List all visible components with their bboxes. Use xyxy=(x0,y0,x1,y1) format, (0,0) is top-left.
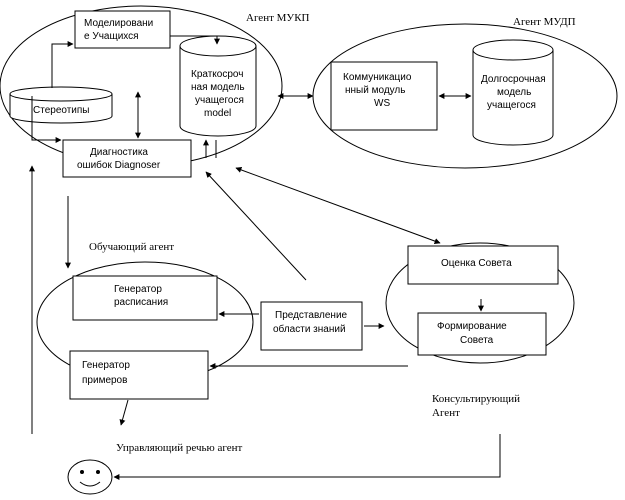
student-modeling-box xyxy=(74,10,171,49)
student-modeling-label-2: е Учащихся xyxy=(84,31,139,42)
arrow-consulting-to-user xyxy=(113,434,501,480)
speech-agent-label: Управляющий речью агент xyxy=(116,442,243,454)
diagnoser-box xyxy=(62,139,192,178)
advice-form-box xyxy=(417,312,547,356)
arrow-knowledge-to-diagnoser xyxy=(205,171,307,281)
examples-generator-label-1: Генератор xyxy=(82,360,130,371)
long-term-model-cylinder xyxy=(472,39,554,146)
student-modeling-label-1: Моделировани xyxy=(84,18,153,29)
comm-module-label-3: WS xyxy=(374,98,390,109)
long-term-model-label-2: модель xyxy=(497,87,531,98)
teaching-agent-label: Обучающий агент xyxy=(89,241,174,253)
consulting-agent-ellipse xyxy=(385,242,575,364)
comm-module-label-1: Коммуникацио xyxy=(343,72,412,83)
arrow-stereotypes-to-modeling xyxy=(51,41,74,88)
stereotypes-cylinder xyxy=(9,86,113,124)
arrow-left-into-diagnoser xyxy=(31,96,62,143)
arrow-modeling-to-short-term xyxy=(170,35,220,45)
advice-form-label-2: Совета xyxy=(460,335,494,346)
mukp-agent-label: Агент МУКП xyxy=(246,12,310,24)
short-term-model-cylinder xyxy=(179,35,257,137)
advice-eval-box xyxy=(407,245,559,285)
schedule-generator-label-1: Генератор xyxy=(114,284,162,295)
advice-eval-label: Оценка Совета xyxy=(441,258,512,269)
mudp-agent-label: Агент МУДП xyxy=(513,16,576,28)
consulting-agent-label-1: Консультирующий xyxy=(432,393,520,405)
comm-module-label-2: нный модуль xyxy=(345,85,405,96)
consulting-agent-label-2: Агент xyxy=(432,407,460,419)
advice-form-label-1: Формирование xyxy=(437,321,507,332)
short-term-model-label-3: учащегося xyxy=(195,95,244,106)
arrow-examples-to-speech xyxy=(119,399,129,426)
long-term-model-label-1: Долгосрочная xyxy=(481,74,546,85)
knowledge-repr-box xyxy=(260,301,363,351)
schedule-generator-label-2: расписания xyxy=(114,297,168,308)
smiley-face-icon xyxy=(67,459,113,495)
short-term-model-label-1: Краткосроч xyxy=(191,69,243,80)
stereotypes-label: Стереотипы xyxy=(33,105,89,116)
short-term-model-label-4: model xyxy=(204,108,231,119)
diagnoser-label-2: ошибок Diagnoser xyxy=(77,159,161,171)
schedule-generator-box xyxy=(72,275,218,321)
short-term-model-label-2: ная модель xyxy=(191,82,245,93)
comm-module-box xyxy=(330,61,438,131)
examples-generator-box xyxy=(69,350,209,400)
diagnoser-label-1: Диагностика xyxy=(90,147,148,158)
knowledge-repr-label-1: Представление xyxy=(275,310,348,321)
arrow-diagnoser-advice-eval xyxy=(235,167,441,244)
examples-generator-label-2: примеров xyxy=(82,375,127,386)
long-term-model-label-3: учащегося xyxy=(487,100,536,111)
knowledge-repr-label-2: области знаний xyxy=(273,323,346,335)
